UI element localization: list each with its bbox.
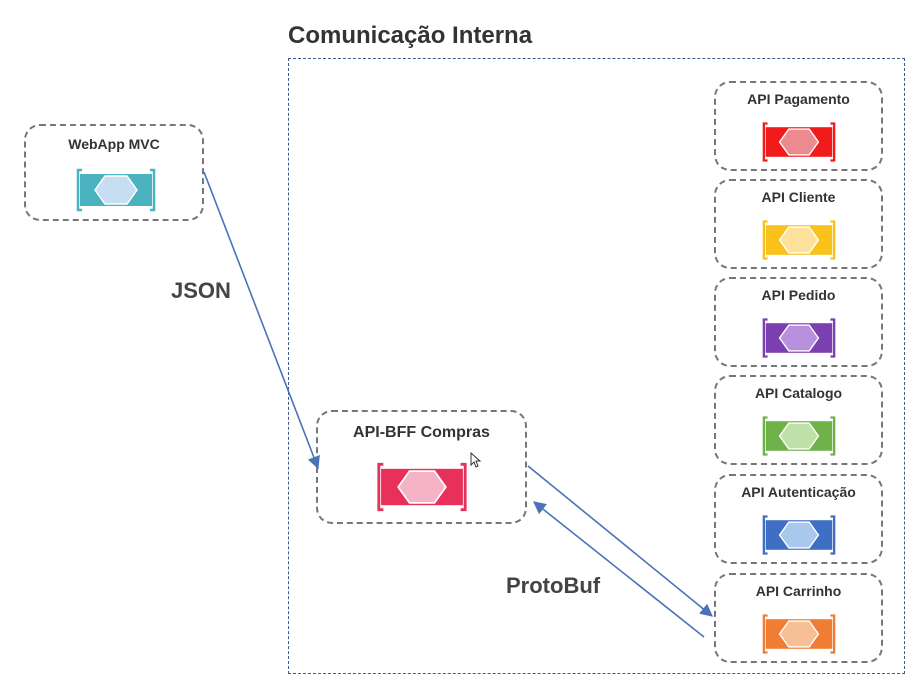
api-carrinho-label: API Carrinho [755, 583, 842, 599]
protobuf-label: ProtoBuf [506, 573, 601, 598]
api-autenticacao-label: API Autenticação [741, 484, 856, 500]
webapp-mvc-node[interactable]: WebApp MVC [24, 124, 204, 221]
group-title: Comunicação Interna [288, 22, 533, 49]
api-bff-compras-node[interactable]: API-BFF Compras [316, 410, 527, 524]
api-autenticacao-node[interactable]: API Autenticação [714, 474, 883, 564]
mouse-cursor-icon [470, 452, 482, 468]
service-hexagon-icon [762, 318, 836, 358]
service-hexagon-icon [76, 168, 156, 212]
api-catalogo-node[interactable]: API Catalogo [714, 375, 883, 465]
json-label: JSON [171, 278, 231, 303]
service-hexagon-icon [762, 416, 836, 456]
api-cliente-node[interactable]: API Cliente [714, 179, 883, 269]
api-cliente-label: API Cliente [761, 189, 836, 205]
api-catalogo-label: API Catalogo [754, 385, 843, 401]
api-pedido-label: API Pedido [761, 287, 836, 303]
api-pagamento-label: API Pagamento [747, 91, 850, 107]
service-hexagon-icon [762, 614, 836, 654]
json-connector [203, 171, 320, 470]
api-carrinho-node[interactable]: API Carrinho [714, 573, 883, 663]
service-hexagon-icon [762, 220, 836, 260]
protobuf-request-connector [527, 465, 713, 617]
protobuf-response-connector [532, 501, 705, 638]
service-hexagon-icon [762, 122, 836, 162]
webapp-mvc-label: WebApp MVC [68, 136, 160, 152]
service-hexagon-icon [762, 515, 836, 555]
api-bff-compras-label: API-BFF Compras [353, 424, 490, 441]
api-pagamento-node[interactable]: API Pagamento [714, 81, 883, 171]
internal-communication-boundary [288, 58, 905, 674]
service-hexagon-icon [377, 462, 467, 512]
api-pedido-node[interactable]: API Pedido [714, 277, 883, 367]
